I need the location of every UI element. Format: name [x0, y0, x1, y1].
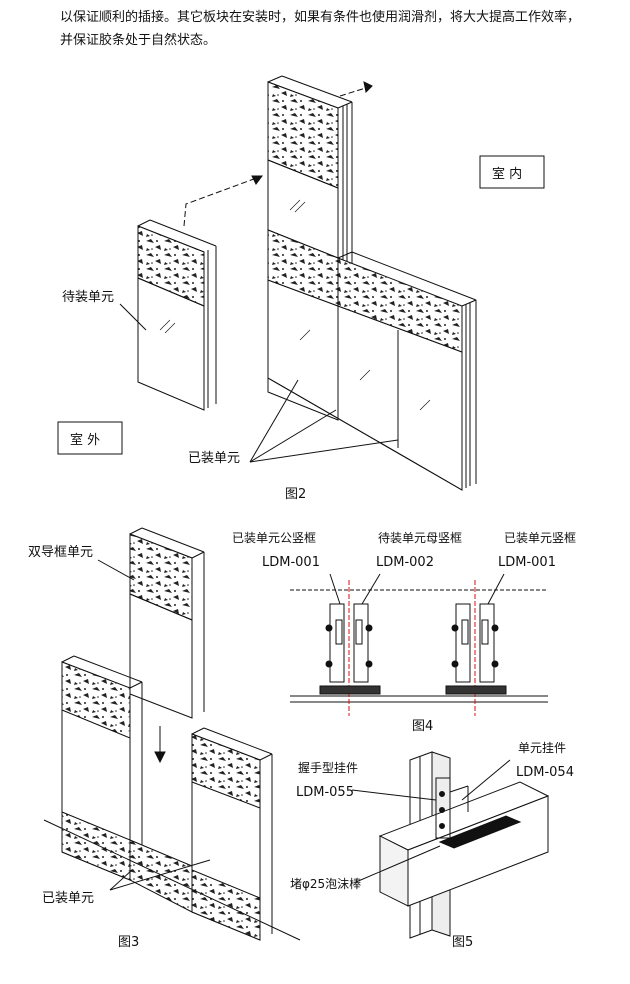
figure-5-caption: 图5: [452, 935, 473, 950]
pending-unit: [137, 219, 217, 411]
indoor-label: 室 内: [492, 166, 522, 182]
outdoor-label: 室 外: [70, 432, 100, 448]
intro-line-1: 以保证顺利的插接。其它板块在安装时，如果有条件也使用润滑剂，将大大提高工作效率，: [60, 10, 581, 25]
figure-2-caption: 图2: [285, 487, 306, 502]
indoor-box: [479, 155, 545, 189]
fig5-handle-hanger-label: 握手型挂件: [298, 760, 358, 775]
leader-pending: [119, 303, 147, 331]
fig4-left-label: 已装单元公竖框: [232, 531, 316, 545]
intro-text: 以保证顺利的插接。其它板块在安装时，如果有条件也使用润滑剂，将大大提高工作效率，…: [60, 6, 620, 52]
fig4-mid-label: 待装单元母竖框: [378, 531, 462, 545]
fig4-right-code: LDM-001: [498, 555, 556, 570]
fig5-handle-hanger-code: LDM-055: [296, 785, 354, 800]
figure-3-caption: 图3: [118, 935, 139, 950]
leader-installed-1: [249, 379, 299, 463]
move-arrow-path: [183, 175, 263, 227]
installed-unit-row: [267, 229, 477, 491]
fig3-installed-unit-label: 已装单元: [42, 891, 94, 906]
fig4-left-code: LDM-001: [262, 555, 320, 570]
figure-5: [351, 751, 550, 939]
pending-unit-label: 待装单元: [62, 290, 114, 305]
fig5-unit-hanger-label: 单元挂件: [518, 741, 566, 755]
fig5-foam-rod-label: 堵φ25泡沫棒: [290, 877, 361, 891]
outdoor-box: [57, 421, 123, 455]
figure-3: [43, 527, 301, 941]
fig4-right-label: 已装单元竖框: [504, 531, 576, 545]
figure-2: [57, 75, 545, 491]
figure-4-caption: 图4: [412, 719, 433, 734]
fig4-mid-code: LDM-002: [376, 555, 434, 570]
intro-line-2: 并保证胶条处于自然状态。: [60, 33, 217, 48]
figure-4: [290, 573, 548, 716]
fig5-unit-hanger-code: LDM-054: [516, 765, 574, 780]
double-frame-unit-label: 双导框单元: [28, 545, 93, 560]
installed-unit-label: 已装单元: [188, 451, 240, 466]
